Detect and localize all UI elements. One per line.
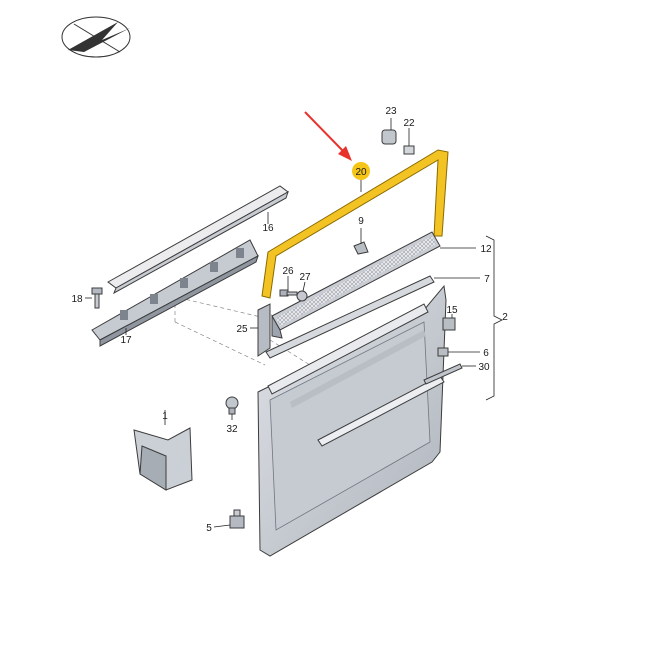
part-18-screw bbox=[91, 287, 103, 309]
label-20: 20 bbox=[355, 167, 367, 178]
part-15-cap bbox=[442, 317, 456, 331]
label-9: 9 bbox=[358, 216, 364, 227]
label-23: 23 bbox=[385, 106, 397, 117]
red-arrow-icon bbox=[304, 111, 352, 161]
part-30-strip bbox=[423, 363, 463, 385]
label-15: 15 bbox=[446, 305, 458, 316]
label-2: 2 bbox=[502, 312, 508, 323]
part-16-trim-strip bbox=[107, 185, 289, 295]
part-23-clip bbox=[381, 129, 397, 145]
part-12-mesh-insert bbox=[271, 231, 441, 339]
label-5: 5 bbox=[206, 523, 212, 534]
label-18: 18 bbox=[71, 294, 83, 305]
part-22-clip bbox=[403, 145, 415, 155]
label-17: 17 bbox=[120, 335, 132, 346]
label-26: 26 bbox=[282, 266, 294, 277]
label-6: 6 bbox=[483, 348, 489, 359]
part-27-plug bbox=[296, 290, 308, 302]
group-bracket bbox=[485, 235, 503, 401]
brand-logo-icon bbox=[61, 16, 131, 58]
label-27: 27 bbox=[299, 272, 311, 283]
part-7-trim-strip bbox=[265, 275, 435, 359]
label-32: 32 bbox=[226, 424, 238, 435]
part-25-bracket bbox=[257, 303, 271, 357]
part-1-cover bbox=[133, 427, 193, 491]
label-12: 12 bbox=[480, 244, 492, 255]
part-20-badge bbox=[352, 162, 370, 180]
leader-lines bbox=[85, 118, 480, 528]
part-2-door-panel bbox=[257, 284, 447, 557]
part-6-clip bbox=[437, 347, 449, 357]
part-17-mounting-rail bbox=[91, 239, 259, 347]
part-32-clip bbox=[225, 396, 239, 415]
label-7: 7 bbox=[484, 274, 490, 285]
part-20-window-seal bbox=[261, 149, 449, 299]
part-5-fastener bbox=[229, 509, 245, 529]
label-16: 16 bbox=[262, 223, 274, 234]
part-26-screw bbox=[279, 289, 298, 297]
label-30: 30 bbox=[478, 362, 490, 373]
label-1: 1 bbox=[162, 411, 168, 422]
label-25: 25 bbox=[236, 324, 248, 335]
label-22: 22 bbox=[403, 118, 415, 129]
